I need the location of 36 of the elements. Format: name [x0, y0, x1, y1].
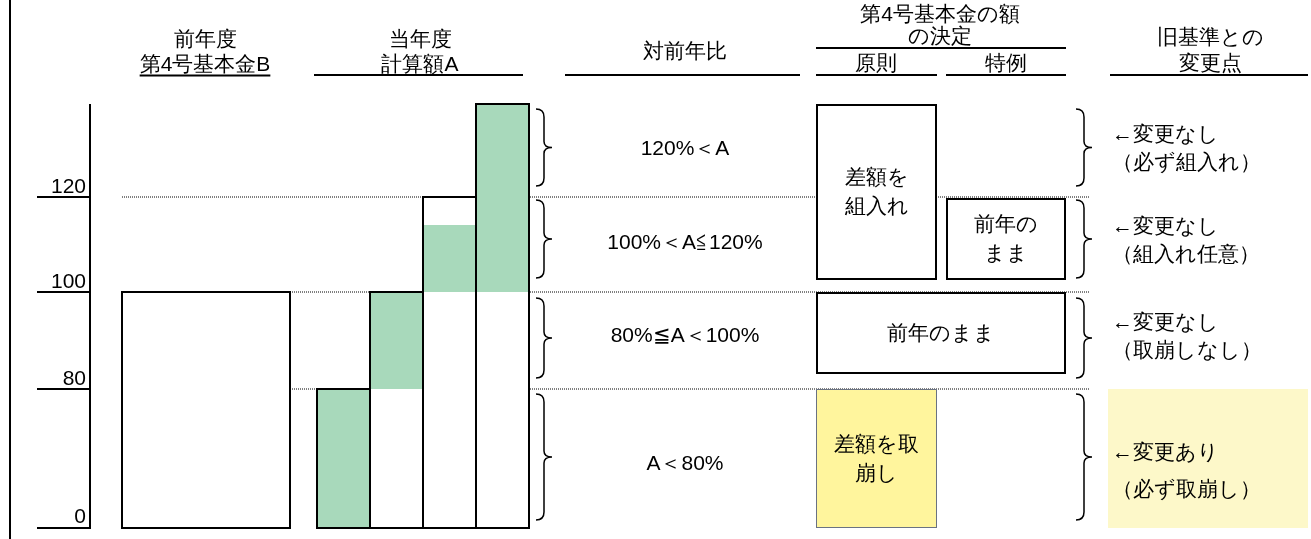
label-text: の決定: [908, 24, 972, 46]
label-text: 対前年比: [643, 39, 727, 61]
node-text: 差額を取崩し: [833, 430, 920, 486]
label-text: A＜80%: [646, 451, 724, 473]
label-text: 旧基準との: [1156, 25, 1264, 47]
label-text: 第4号基本金B: [139, 52, 271, 74]
label-text: 特例: [985, 51, 1027, 73]
node-text: 差額を組入れ: [843, 164, 910, 219]
label-text: ←変更なし: [1112, 122, 1219, 144]
label-text: （必ず組入れ）: [1112, 150, 1261, 172]
note-band: [1108, 389, 1308, 528]
label-text: 80%≦A＜100%: [610, 323, 760, 345]
label-text: 計算額A: [381, 52, 459, 74]
label-text: 当年度: [388, 27, 452, 49]
decision-box: [816, 292, 1066, 374]
node-text: ←変更あり: [1112, 438, 1219, 465]
node-text: 前年のまま: [973, 211, 1039, 266]
label-text: 100%＜A≦120%: [607, 230, 763, 252]
label-text: 0: [74, 504, 86, 526]
decision-box: [816, 389, 937, 528]
node-text: （必ず取崩し）: [1112, 475, 1261, 502]
label-text: 前年度: [173, 27, 237, 49]
label-text: 80: [62, 366, 86, 388]
label-text: （組入れ任意）: [1112, 242, 1260, 264]
label-text: 原則: [855, 51, 897, 73]
label-text: ←変更なし: [1112, 310, 1219, 332]
label-text: 第4号基本金の額: [860, 2, 1020, 24]
decision-box: [816, 104, 937, 280]
label-text: 変更点: [1178, 51, 1242, 73]
label-text: 120%＜A: [640, 136, 730, 158]
label-text: （取崩しなし）: [1112, 338, 1262, 360]
node-text: 前年のまま: [887, 319, 995, 346]
label-text: 100: [50, 269, 86, 291]
label-text: ←変更なし: [1112, 214, 1219, 236]
label-text: 120: [50, 174, 86, 196]
decision-box: [946, 198, 1066, 280]
